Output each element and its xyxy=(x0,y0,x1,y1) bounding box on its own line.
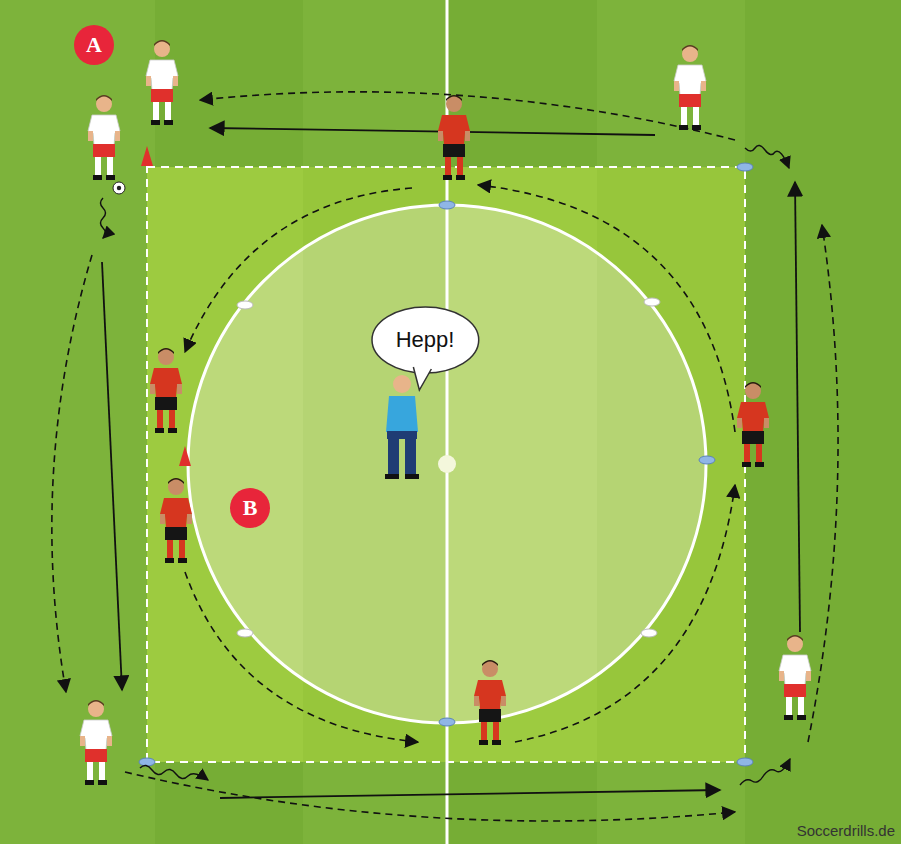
red-player xyxy=(160,478,192,563)
ball xyxy=(113,182,125,194)
white-player xyxy=(779,635,811,720)
watermark: Soccerdrills.de xyxy=(797,822,895,839)
markers xyxy=(139,146,753,766)
group-letter: A xyxy=(86,34,102,56)
speech-bubble: Hepp! xyxy=(371,306,480,374)
red-player xyxy=(438,95,470,180)
white-player xyxy=(88,95,120,180)
white-player xyxy=(146,40,178,125)
speech-text: Hepp! xyxy=(396,328,455,352)
white-player xyxy=(674,45,706,130)
cone xyxy=(141,146,153,166)
center-circle xyxy=(188,0,757,844)
group-badge: A xyxy=(74,25,114,65)
dribble-lines xyxy=(101,145,791,785)
players xyxy=(80,40,811,785)
red-player xyxy=(150,348,182,433)
red-player xyxy=(737,382,769,467)
group-badge: B xyxy=(230,488,270,528)
cone xyxy=(179,446,191,466)
run-paths xyxy=(52,92,838,821)
coach xyxy=(385,375,419,479)
pass-arrows xyxy=(102,128,800,798)
center-spot xyxy=(438,455,456,473)
group-letter: B xyxy=(243,497,258,519)
red-player xyxy=(474,660,506,745)
white-player xyxy=(80,700,112,785)
